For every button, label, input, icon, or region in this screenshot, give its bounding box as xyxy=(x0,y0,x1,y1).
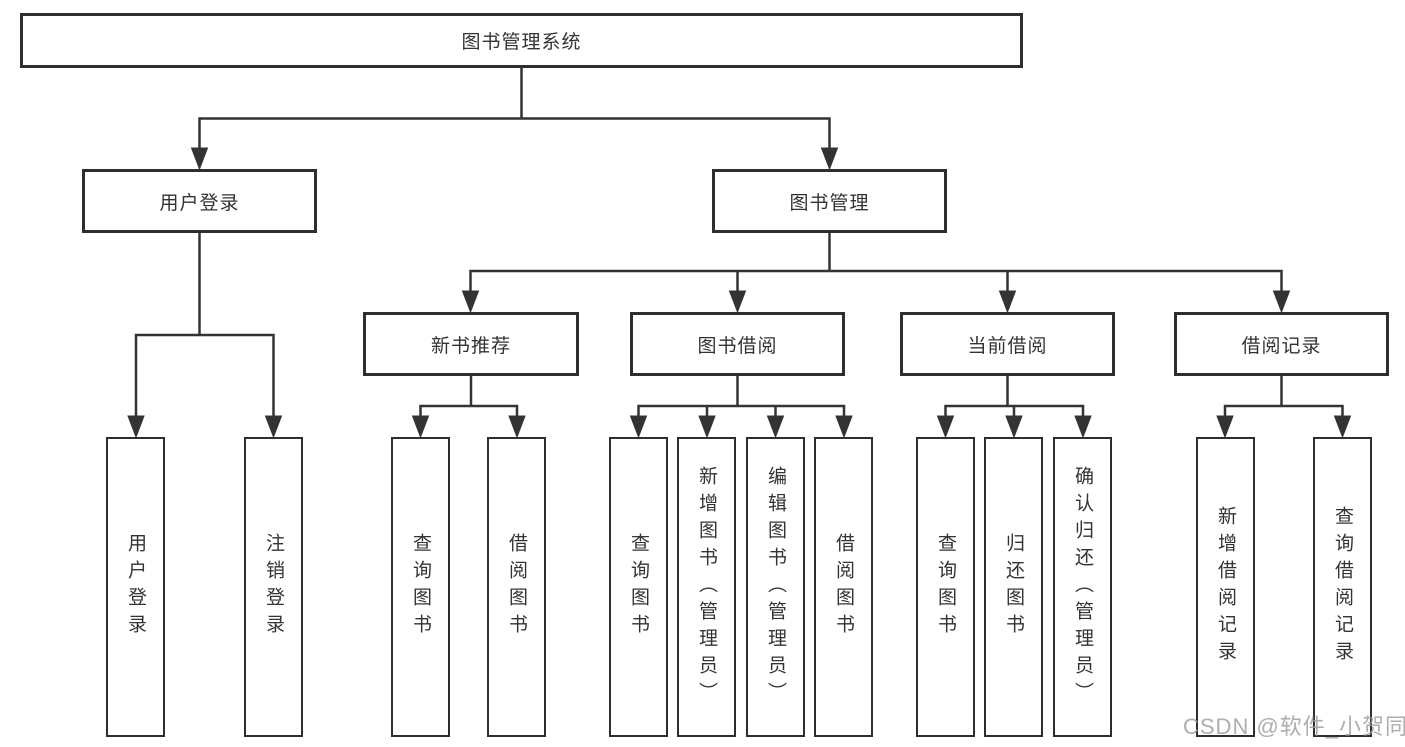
node-book-management-label: 图书管理 xyxy=(789,192,870,214)
node-current-borrowing-label: 当前借阅 xyxy=(967,335,1048,357)
node-book-management: 图书管理 xyxy=(712,169,947,233)
leaf-bb-edit-books-admin: 编辑图书（管理员） xyxy=(746,437,805,737)
node-new-book-recommend-label: 新书推荐 xyxy=(430,335,511,357)
leaf-nbr-borrow-books-label: 借阅图书 xyxy=(506,533,527,641)
leaf-bb-query-books-label: 查询图书 xyxy=(628,533,649,641)
leaf-logout: 注销登录 xyxy=(244,437,303,737)
node-user-login-label: 用户登录 xyxy=(159,192,240,214)
node-current-borrowing: 当前借阅 xyxy=(900,312,1115,376)
leaf-bb-add-books-admin: 新增图书（管理员） xyxy=(677,437,736,737)
leaf-cb-return-books: 归还图书 xyxy=(984,437,1043,737)
leaf-br-add-record: 新增借阅记录 xyxy=(1196,437,1255,737)
node-new-book-recommend: 新书推荐 xyxy=(363,312,579,376)
leaf-cb-return-books-label: 归还图书 xyxy=(1003,533,1024,641)
leaf-nbr-query-books: 查询图书 xyxy=(391,437,450,737)
node-book-borrowing-label: 图书借阅 xyxy=(697,335,778,357)
leaf-bb-add-books-admin-label: 新增图书（管理员） xyxy=(696,465,717,709)
node-book-borrowing: 图书借阅 xyxy=(630,312,845,376)
node-root-library-system: 图书管理系统 xyxy=(20,13,1023,68)
csdn-watermark: CSDN @软件_小贺同学 xyxy=(1183,714,1405,739)
node-root-label: 图书管理系统 xyxy=(461,32,582,53)
leaf-cb-query-books-label: 查询图书 xyxy=(935,533,956,641)
leaf-br-query-record: 查询借阅记录 xyxy=(1313,437,1372,737)
leaf-nbr-query-books-label: 查询图书 xyxy=(410,533,431,641)
leaf-bb-edit-books-admin-label: 编辑图书（管理员） xyxy=(765,465,786,709)
arrowheads xyxy=(127,147,1352,439)
leaf-user-login-label: 用户登录 xyxy=(125,533,146,641)
node-borrowing-records: 借阅记录 xyxy=(1174,312,1389,376)
leaf-br-add-record-label: 新增借阅记录 xyxy=(1215,506,1236,668)
leaf-logout-label: 注销登录 xyxy=(263,533,284,641)
leaf-user-login: 用户登录 xyxy=(106,437,165,737)
leaf-bb-borrow-books: 借阅图书 xyxy=(814,437,873,737)
leaf-bb-borrow-books-label: 借阅图书 xyxy=(833,533,854,641)
node-borrowing-records-label: 借阅记录 xyxy=(1241,335,1322,357)
leaf-bb-query-books: 查询图书 xyxy=(609,437,668,737)
leaf-cb-confirm-return-admin: 确认归还（管理员） xyxy=(1053,437,1112,737)
leaf-cb-confirm-return-admin-label: 确认归还（管理员） xyxy=(1072,465,1093,709)
leaf-cb-query-books: 查询图书 xyxy=(916,437,975,737)
leaf-br-query-record-label: 查询借阅记录 xyxy=(1332,506,1353,668)
node-user-login: 用户登录 xyxy=(82,169,317,233)
leaf-nbr-borrow-books: 借阅图书 xyxy=(487,437,546,737)
